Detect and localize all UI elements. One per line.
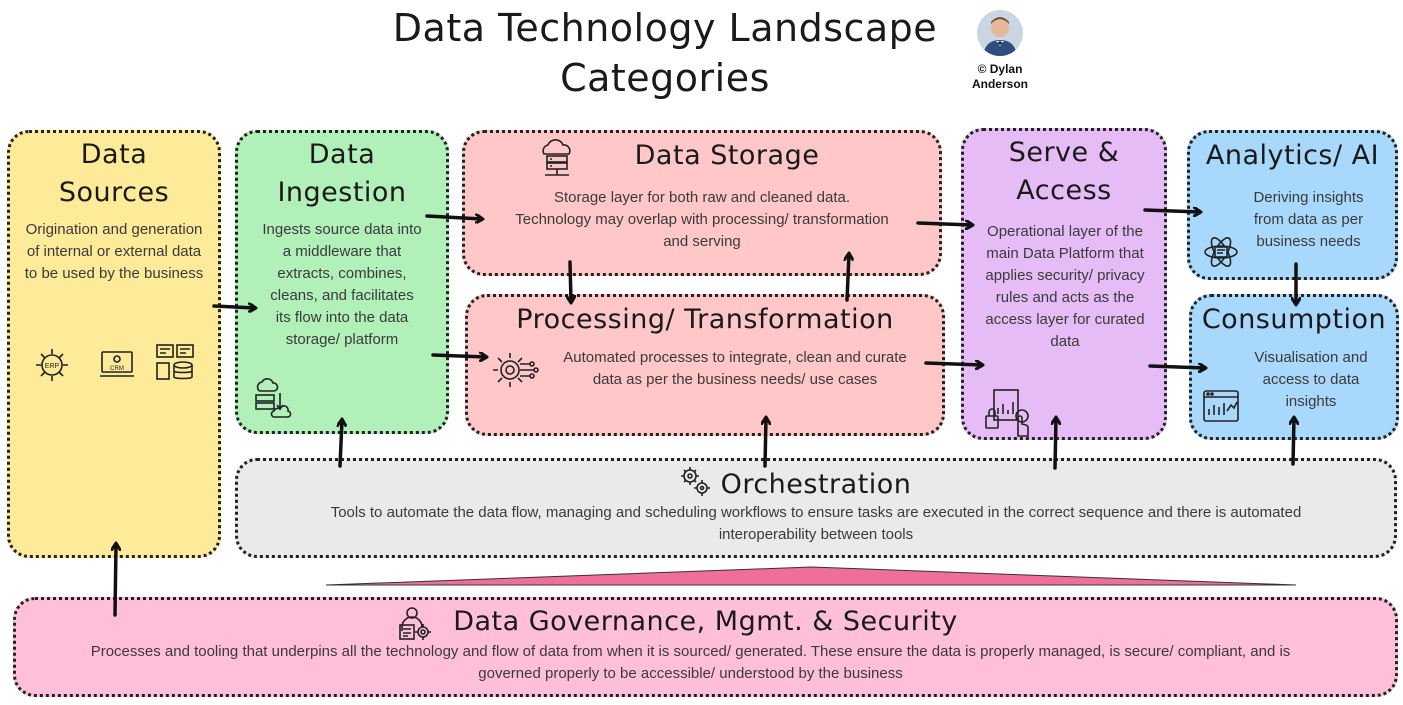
arrow-orchestration-to-processing	[765, 418, 766, 468]
arrow-ingestion-to-storage	[425, 216, 482, 219]
arrow-orchestration-to-serve	[1055, 418, 1056, 470]
database-dashboard-icon	[155, 343, 197, 388]
arrow-storage-to-serve	[916, 223, 972, 225]
arrow-orchestration-to-consumption	[1293, 418, 1294, 466]
svg-text:CRM: CRM	[110, 366, 124, 372]
data-ingestion-title-line1: Data	[308, 139, 376, 170]
arrow-processing-to-storage	[847, 254, 849, 302]
orchestration-box: Orchestration Tools to automate the data…	[235, 458, 1397, 558]
serve-access-title-line2: Access	[1016, 175, 1112, 206]
gears-icon	[678, 464, 712, 503]
data-governance-title: Data Governance, Mgmt. & Security	[453, 606, 958, 637]
consumption-title: Consumption	[1201, 304, 1387, 335]
arrow-governance-to-sources	[115, 544, 116, 617]
data-sources-title-line2: Sources	[58, 177, 170, 208]
arrow-serve-to-analytics	[1143, 210, 1200, 212]
analytics-ai-description: Deriving insights from data as per busin…	[1253, 189, 1364, 250]
arrow-ingestion-to-processing	[431, 355, 486, 357]
data-ingestion-title-line2: Ingestion	[277, 177, 407, 208]
svg-text:ERP: ERP	[45, 363, 60, 370]
erp-icon: ERP	[33, 346, 71, 389]
data-ingestion-description: Ingests source data into a middleware th…	[262, 221, 422, 348]
data-sources-title-line1: Data	[80, 139, 148, 170]
processing-transformation-box: Processing/ Transformation Automated pro…	[465, 294, 945, 436]
data-storage-description: Storage layer for both raw and cleaned d…	[515, 189, 889, 250]
credit-line2: Anderson	[971, 77, 1028, 91]
arrow-orchestration-to-ingestion	[340, 420, 342, 468]
governance-admin-icon	[396, 605, 432, 646]
page-title-line2: Categories	[560, 56, 770, 100]
data-governance-description: Processes and tooling that underpins all…	[90, 643, 1291, 682]
author-credit: © Dylan Anderson	[950, 62, 1050, 92]
data-sources-description: Origination and generation of internal o…	[24, 221, 204, 282]
arrow-storage-to-processing	[570, 260, 571, 302]
cloud-server-icon	[537, 138, 577, 185]
arrow-sources-to-ingestion	[212, 306, 255, 308]
author-avatar	[977, 10, 1023, 56]
governance-wedge	[325, 565, 1297, 592]
dashboard-icon	[1202, 389, 1240, 430]
data-sources-box: Data Sources Origination and generation …	[7, 130, 221, 558]
crm-icon: CRM	[98, 346, 136, 389]
credit-line1: © Dylan	[977, 62, 1023, 76]
data-storage-title: Data Storage	[634, 140, 820, 171]
secure-analytics-icon	[984, 386, 1036, 443]
orchestration-title: Orchestration	[720, 469, 912, 500]
processing-title: Processing/ Transformation	[516, 304, 894, 335]
data-ingestion-box: Data Ingestion Ingests source data into …	[235, 130, 449, 434]
orchestration-description: Tools to automate the data flow, managin…	[330, 504, 1302, 543]
consumption-description: Visualisation and access to data insight…	[1254, 349, 1368, 410]
data-storage-box: Data Storage Storage layer for both raw …	[462, 130, 942, 276]
serve-access-description: Operational layer of the main Data Platf…	[985, 223, 1145, 350]
analytics-ai-title: Analytics/ AI	[1205, 140, 1380, 171]
gear-circuit-icon	[490, 347, 540, 398]
processing-description: Automated processes to integrate, clean …	[563, 349, 907, 388]
cloud-server-transfer-icon	[252, 377, 292, 424]
data-governance-box: Data Governance, Mgmt. & Security Proces…	[13, 597, 1398, 697]
serve-access-title-line1: Serve &	[1008, 137, 1120, 168]
arrow-serve-to-consumption	[1148, 366, 1205, 368]
page-title-line1: Data Technology Landscape	[392, 6, 938, 50]
arrow-processing-to-serve	[924, 363, 982, 365]
analytics-ai-box: Analytics/ AI Deriving insights from dat…	[1187, 130, 1398, 280]
serve-access-box: Serve & Access Operational layer of the …	[961, 128, 1167, 440]
ai-atom-icon	[1202, 233, 1240, 276]
